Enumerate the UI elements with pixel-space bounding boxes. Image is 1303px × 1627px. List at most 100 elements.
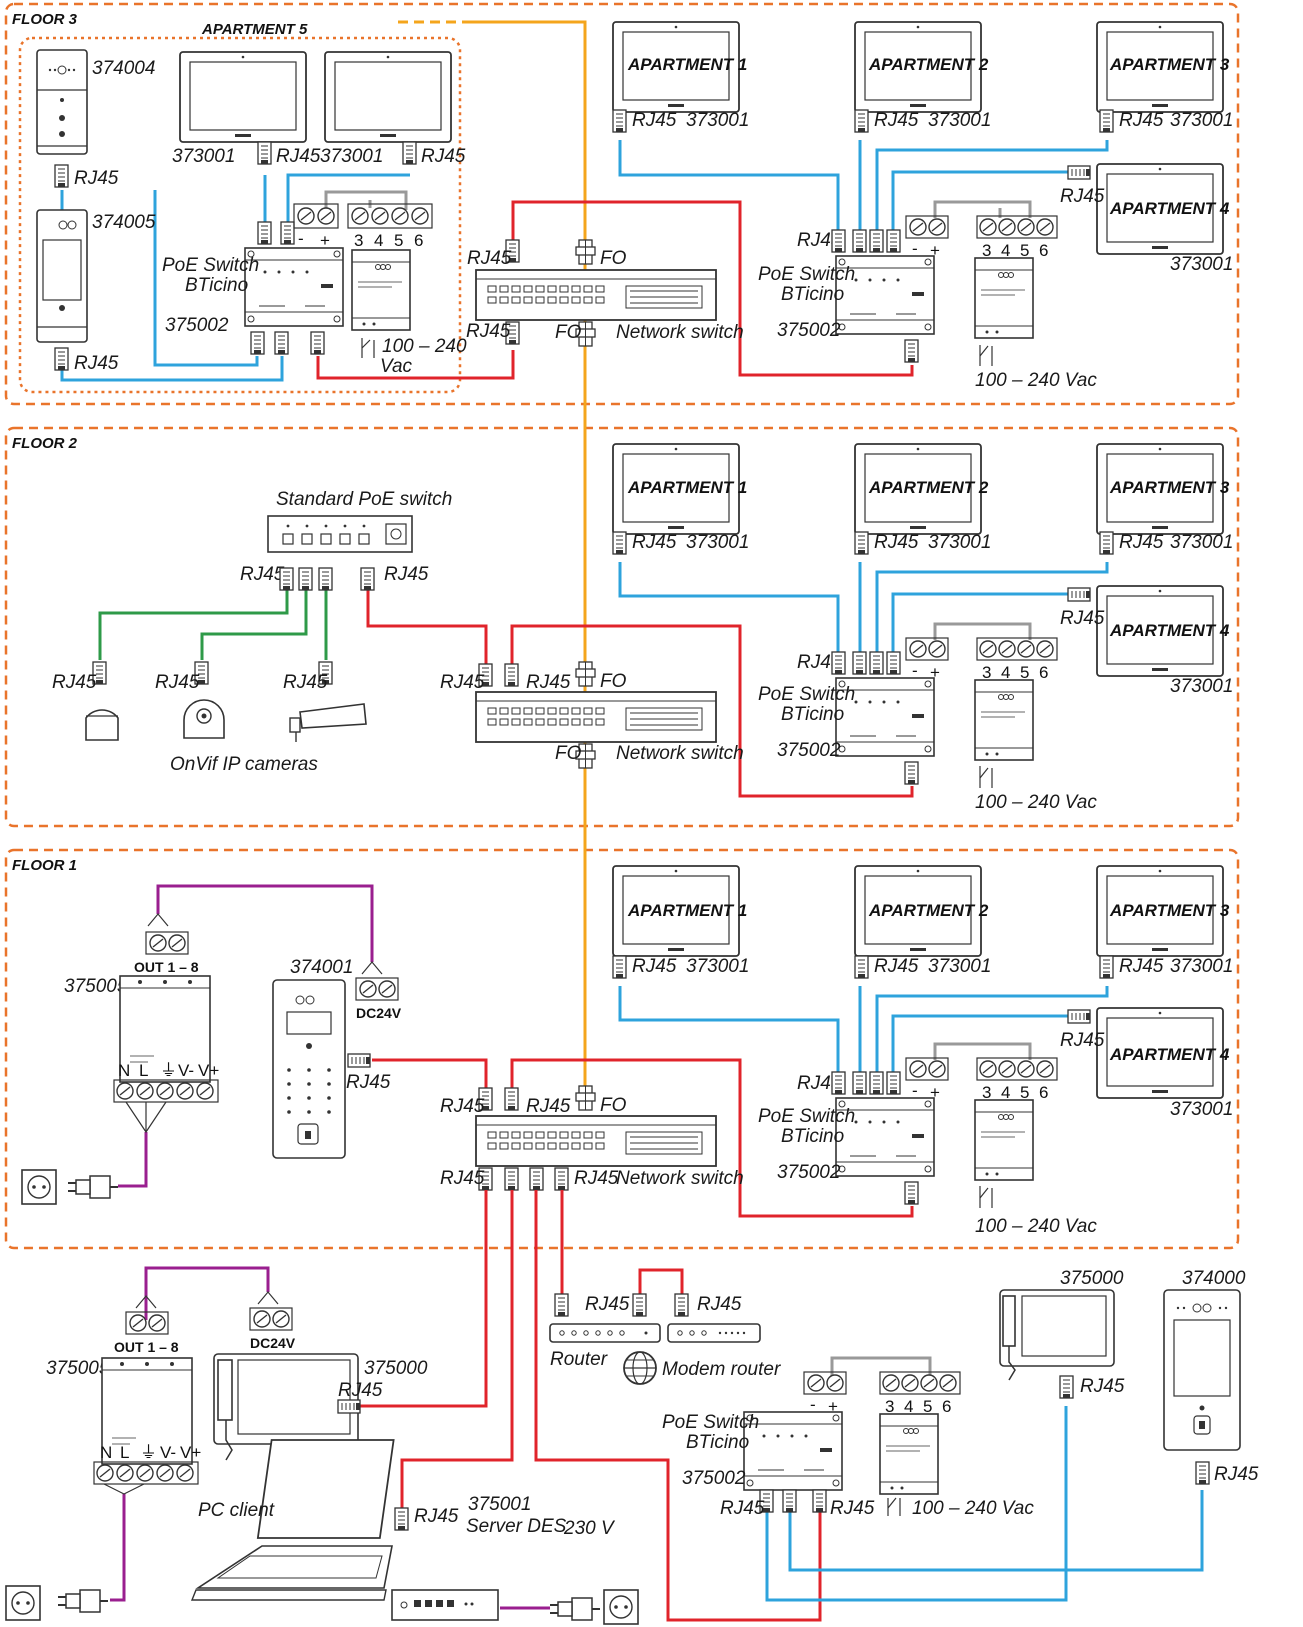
terminal-ground: ⏚	[160, 1061, 177, 1080]
rj45-label: RJ45	[526, 1096, 571, 1117]
terminal-n: N	[100, 1443, 112, 1462]
rj45-label: RJ45	[467, 248, 512, 269]
modem-router	[667, 1323, 761, 1343]
code-374004: 374004	[92, 58, 155, 79]
rj45-label: RJ45	[1119, 532, 1164, 553]
rj45-port-icon	[612, 109, 627, 133]
rj45-label: RJ45	[276, 146, 321, 167]
apartment-1-label: APARTMENT 1	[627, 55, 747, 74]
code-373001: 373001	[1170, 110, 1233, 131]
terminal-screw-icon	[351, 207, 369, 225]
rj45-port-icon	[852, 1071, 867, 1095]
terminal-screw-icon	[909, 218, 927, 236]
rj45-label: RJ45	[874, 956, 919, 977]
rj45-port-icon	[504, 663, 519, 687]
terminal-screw-icon	[998, 640, 1016, 658]
floor-2-border	[4, 426, 1240, 828]
terminal-screw-icon	[939, 1374, 957, 1392]
fiber-backbone	[398, 20, 587, 1090]
rj45-port-icon	[904, 1181, 919, 1205]
vac-label: 100 – 240 Vac	[975, 1216, 1097, 1237]
terminal-screw-icon	[116, 1082, 134, 1100]
terminal-v-plus: V+	[198, 1061, 219, 1080]
mains-switch-icon	[979, 1186, 993, 1208]
terminal-screw-icon	[979, 1060, 997, 1078]
dc24v-label: DC24V	[356, 1005, 402, 1021]
terminal-screw-icon	[920, 1374, 938, 1392]
terminal-screw-icon	[1036, 218, 1054, 236]
poe-switch-label: PoE Switch	[162, 255, 259, 276]
network-switch-floor-2	[475, 691, 717, 743]
wall-outlet-icon	[603, 1589, 639, 1625]
rj45-port-icon	[812, 1489, 827, 1513]
rj45-port-icon	[394, 1507, 409, 1531]
fo-label: FO	[600, 1095, 627, 1116]
terminal-screw-icon	[411, 207, 429, 225]
code-375002: 375002	[777, 1162, 841, 1183]
code-375002: 375002	[165, 315, 229, 336]
apartment-4-label: APARTMENT 4	[1109, 1045, 1230, 1064]
out-label: OUT 1 – 8	[114, 1339, 179, 1355]
terminal-6: 6	[1039, 241, 1048, 260]
monitor-375000	[213, 1353, 359, 1461]
rj45-label: RJ45	[797, 230, 842, 251]
door-panel-374005	[36, 209, 88, 343]
mains-plug-icon	[67, 1175, 119, 1199]
fo-label: FO	[555, 743, 582, 764]
terminal-3: 3	[982, 663, 991, 682]
terminal-screw-icon	[909, 640, 927, 658]
rj45-port-icon	[1067, 1009, 1091, 1024]
terminal-screw-icon	[1017, 1060, 1035, 1078]
rj45-port-icon	[831, 229, 846, 253]
mains-switch-icon	[361, 338, 375, 358]
rj45-port-icon	[310, 331, 325, 355]
rj45-label: RJ45	[414, 1506, 459, 1527]
v230-label: 230 V	[563, 1518, 616, 1539]
monitor-apartment-5a	[179, 51, 307, 143]
terminal-screw-icon	[826, 1374, 844, 1392]
code-373001: 373001	[928, 110, 991, 131]
rj45-port-icon	[504, 1087, 519, 1111]
rj45-port-icon	[886, 651, 901, 675]
power-supply	[974, 679, 1034, 761]
fo-label: FO	[600, 248, 627, 269]
door-panel-374000	[1163, 1289, 1241, 1451]
bullet-camera-icon	[289, 703, 367, 742]
rj45-label: RJ45	[283, 672, 328, 693]
fiber-port-icon	[575, 661, 596, 687]
dc24v-label: DC24V	[250, 1335, 296, 1351]
rj45-label: RJ45	[74, 168, 119, 189]
terminal-screw-icon	[807, 1374, 825, 1392]
mains-switch-icon	[979, 766, 993, 788]
terminal-screw-icon	[176, 1464, 194, 1482]
mains-plug-icon	[549, 1597, 601, 1621]
rj45-label: RJ45	[526, 672, 571, 693]
rj45-port-icon	[886, 229, 901, 253]
terminal-dc24v	[355, 961, 399, 1001]
rj45-port-icon	[782, 1489, 797, 1513]
rj45-label: RJ45	[797, 652, 842, 673]
rj45-port-icon	[1067, 587, 1091, 602]
code-373001: 373001	[928, 532, 991, 553]
rj45-port-icon	[554, 1167, 569, 1191]
power-supply	[351, 249, 411, 331]
terminal-screw-icon	[116, 1464, 134, 1482]
rj45-port-icon	[402, 141, 417, 165]
floor-2-label: FLOOR 2	[12, 435, 78, 452]
rj45-port-icon	[904, 339, 919, 363]
terminal-ground: ⏚	[140, 1443, 157, 1462]
rj45-port-icon	[250, 331, 265, 355]
rj45-port-icon	[1195, 1461, 1210, 1485]
rj45-label: RJ45	[155, 672, 200, 693]
network-switch-label: Network switch	[616, 1168, 744, 1189]
terminal-screw-icon	[156, 1082, 174, 1100]
rj45-label: RJ45	[52, 672, 97, 693]
rj45-label: RJ45	[874, 110, 919, 131]
rj45-port-icon	[869, 229, 884, 253]
router-label: Router	[550, 1349, 608, 1370]
terminal-screw-icon	[979, 640, 997, 658]
rj45-port-icon	[274, 331, 289, 355]
terminal-plus: +	[320, 231, 330, 250]
rj45-port-icon	[347, 1053, 371, 1068]
monitor-375000	[999, 1289, 1115, 1381]
